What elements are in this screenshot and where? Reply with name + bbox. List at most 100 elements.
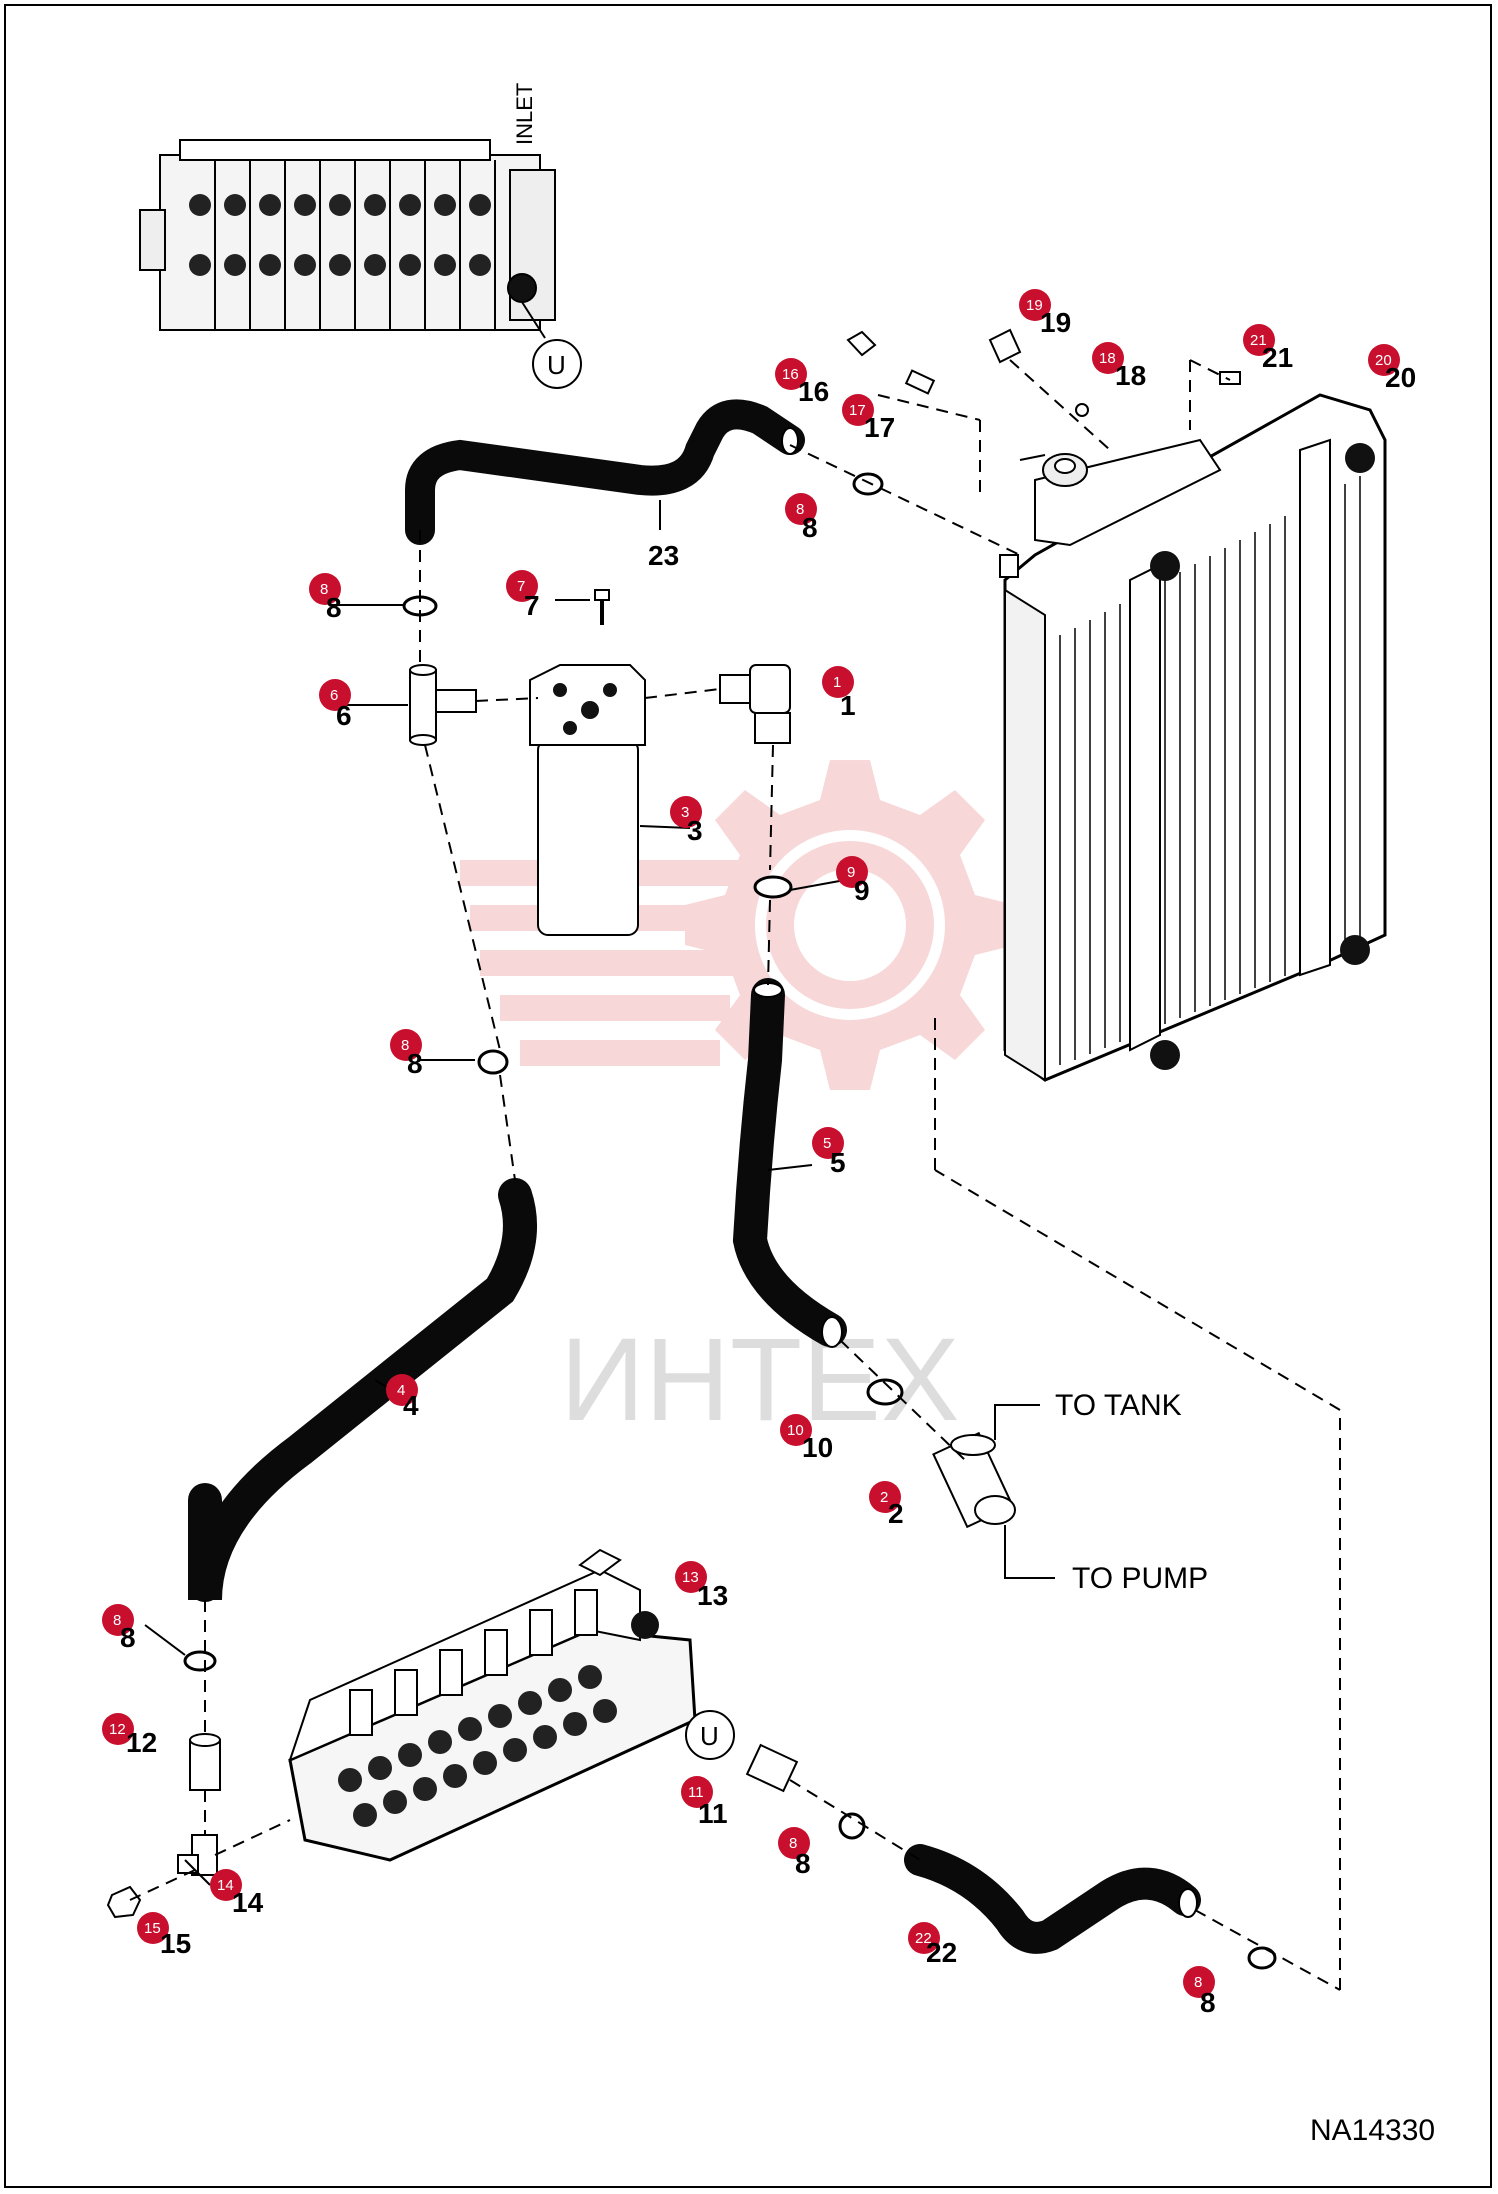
svg-text:8: 8 [120,1622,136,1653]
callout-c8d[interactable]: 8 8 [102,1604,136,1653]
main-control-valve [288,1548,697,1862]
hose-22 [904,1844,1201,1954]
svg-text:U: U [700,1721,719,1751]
svg-text:11: 11 [698,1798,728,1829]
svg-text:17: 17 [864,412,895,443]
svg-text:6: 6 [336,700,352,731]
to-pump-label: TO PUMP [1072,1562,1208,1595]
svg-text:3: 3 [687,815,703,846]
callout-c20[interactable]: 20 20 [1368,344,1416,393]
svg-text:U: U [547,350,566,380]
svg-text:2: 2 [888,1498,904,1529]
callout-c12[interactable]: 12 12 [102,1713,157,1758]
svg-text:3: 3 [681,804,689,821]
svg-text:21: 21 [1262,342,1293,373]
svg-text:22: 22 [926,1937,957,1968]
svg-text:16: 16 [798,376,829,407]
callout-c8f[interactable]: 8 8 [1183,1966,1216,2018]
callout-c13[interactable]: 13 13 [675,1561,728,1611]
callout-c3[interactable]: 3 3 [670,796,703,846]
svg-text:8: 8 [326,592,342,623]
callout-c23[interactable]: 23 [648,540,679,571]
svg-text:1: 1 [833,674,841,691]
svg-text:10: 10 [802,1432,833,1463]
callout-c8b[interactable]: 8 8 [785,493,818,543]
svg-text:8: 8 [802,512,818,543]
small-parts-top-right [846,328,1241,417]
drawing-number: NA14330 [1310,2114,1435,2147]
svg-text:11: 11 [688,1784,704,1801]
hose-clamps [183,472,1277,1970]
svg-text:20: 20 [1385,362,1416,393]
callout-c8a[interactable]: 8 8 [309,573,342,623]
leader-lines-tank-pump [994,1404,1055,1579]
to-tank-label: TO TANK [1055,1389,1182,1422]
callout-c11[interactable]: 11 11 [681,1776,728,1829]
inset-control-valve [139,139,556,339]
svg-text:8: 8 [795,1848,811,1879]
svg-text:12: 12 [126,1727,157,1758]
hose-5 [732,978,847,1347]
svg-text:20: 20 [1375,352,1392,369]
callout-c5[interactable]: 5 5 [812,1127,846,1178]
callout-c8e[interactable]: 8 8 [778,1827,811,1879]
callout-c14[interactable]: 14 14 [210,1869,264,1918]
svg-text:1: 1 [840,690,856,721]
tee-fitting-6 [409,664,477,746]
svg-text:4: 4 [397,1382,405,1399]
callout-c18[interactable]: 18 18 [1092,342,1146,391]
hose-4 [188,1178,537,1601]
inlet-label: INLET [512,83,537,145]
hose-23 [405,399,805,545]
fitting-12 [189,1733,221,1791]
svg-text:8: 8 [320,581,328,598]
assembly-dashed-lines [129,359,1341,1991]
svg-text:9: 9 [847,864,855,881]
svg-text:14: 14 [232,1887,264,1918]
callout-c2[interactable]: 2 2 [869,1481,904,1529]
callout-c10[interactable]: 10 10 [780,1414,833,1463]
watermark-text: ИНТЕХ [560,1314,960,1446]
svg-text:17: 17 [849,402,866,419]
svg-text:8: 8 [796,501,804,518]
svg-text:7: 7 [517,578,525,595]
oil-cooler-radiator [999,393,1387,1082]
svg-text:19: 19 [1040,307,1071,338]
tee-fitting-2 [932,1431,1016,1529]
svg-text:5: 5 [823,1135,831,1152]
fitting-14 [177,1834,218,1876]
callout-c21[interactable]: 21 21 [1243,324,1293,373]
svg-text:18: 18 [1099,350,1116,367]
drawing-frame [4,4,1492,2188]
svg-text:10: 10 [787,1422,804,1439]
port-u-marker-bottom: U [685,1710,735,1760]
svg-text:8: 8 [1200,1987,1216,2018]
callout-c7[interactable]: 7 7 [506,570,540,621]
svg-text:8: 8 [789,1835,797,1852]
svg-text:9: 9 [854,875,870,906]
svg-text:2: 2 [880,1489,888,1506]
callout-c16[interactable]: 16 16 [775,358,829,407]
callout-c8c[interactable]: 8 8 [390,1029,423,1079]
svg-text:5: 5 [830,1147,846,1178]
svg-text:8: 8 [407,1048,423,1079]
bolt-7 [594,589,610,625]
svg-text:8: 8 [113,1612,121,1629]
callout-c19[interactable]: 19 19 [1019,289,1071,338]
callout-c6[interactable]: 6 6 [319,679,352,731]
svg-text:23: 23 [648,540,679,571]
svg-text:16: 16 [782,366,799,383]
callout-c17[interactable]: 17 17 [842,394,895,443]
callout-c1[interactable]: 1 1 [822,666,856,721]
port-u-marker-top: U [532,339,582,389]
callout-c22[interactable]: 22 22 [908,1922,957,1968]
callout-c15[interactable]: 15 15 [137,1912,191,1959]
filter-assembly [529,664,646,936]
svg-text:6: 6 [330,687,338,704]
callout-c9[interactable]: 9 9 [836,856,870,906]
callout-c4[interactable]: 4 4 [386,1374,419,1421]
svg-text:8: 8 [401,1037,409,1054]
svg-text:15: 15 [160,1928,191,1959]
svg-text:4: 4 [403,1390,419,1421]
